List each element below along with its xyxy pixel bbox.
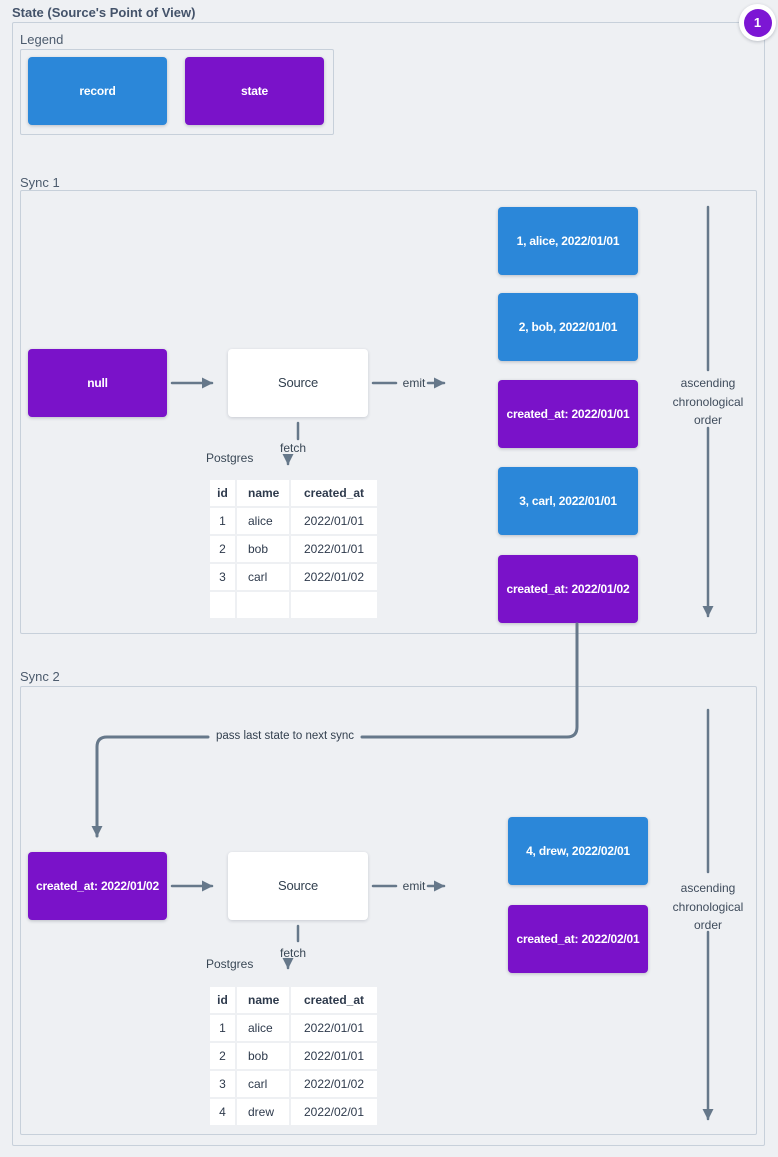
sync2-emit-label: emit bbox=[402, 879, 426, 893]
legend-record-swatch: record bbox=[28, 57, 167, 125]
cell-created-at: 2022/01/01 bbox=[291, 508, 377, 534]
cell-name: alice bbox=[237, 1015, 289, 1041]
sync1-emitted-state-2: created_at: 2022/01/02 bbox=[498, 555, 638, 623]
cell-id: 2 bbox=[210, 536, 235, 562]
table-row: 3 carl 2022/01/02 bbox=[210, 1071, 377, 1097]
table-row: 2 bob 2022/01/01 bbox=[210, 1043, 377, 1069]
sync1-emitted-record-1: 1, alice, 2022/01/01 bbox=[498, 207, 638, 275]
sync1-emitted-state-1: created_at: 2022/01/01 bbox=[498, 380, 638, 448]
table-row: 1 alice 2022/01/01 bbox=[210, 1015, 377, 1041]
cell-id: 1 bbox=[210, 1015, 235, 1041]
sync1-label: Sync 1 bbox=[20, 175, 60, 190]
table-header-row: id name created_at bbox=[210, 480, 377, 506]
sync1-emitted-record-3: 3, carl, 2022/01/01 bbox=[498, 467, 638, 535]
col-header-id: id bbox=[210, 480, 235, 506]
cell-id: 2 bbox=[210, 1043, 235, 1069]
cell-name bbox=[237, 592, 289, 618]
cell-id: 1 bbox=[210, 508, 235, 534]
cell-name: bob bbox=[237, 536, 289, 562]
sync1-fetch-label: fetch bbox=[279, 441, 306, 455]
cell-created-at: 2022/01/02 bbox=[291, 1071, 377, 1097]
table-row: 4 drew 2022/02/01 bbox=[210, 1099, 377, 1125]
sync2-postgres-label: Postgres bbox=[206, 957, 254, 971]
cell-created-at: 2022/01/01 bbox=[291, 1015, 377, 1041]
legend-frame bbox=[20, 49, 334, 135]
sync2-source-box: Source bbox=[228, 852, 368, 920]
pass-state-label: pass last state to next sync bbox=[215, 730, 355, 742]
legend-label: Legend bbox=[20, 32, 64, 47]
table-header-row: id name created_at bbox=[210, 987, 377, 1013]
sync1-emit-label: emit bbox=[402, 376, 426, 390]
sync2-emitted-state-1: created_at: 2022/02/01 bbox=[508, 905, 648, 973]
cell-created-at: 2022/02/01 bbox=[291, 1099, 377, 1125]
sync2-emitted-record-1: 4, drew, 2022/02/01 bbox=[508, 817, 648, 885]
sync2-input-state-box: created_at: 2022/01/02 bbox=[28, 852, 167, 920]
table-row-empty bbox=[210, 592, 377, 618]
sync2-order-label: ascending chronological order bbox=[672, 881, 744, 933]
sync2-label: Sync 2 bbox=[20, 669, 60, 684]
cell-id: 4 bbox=[210, 1099, 235, 1125]
cell-name: carl bbox=[237, 1071, 289, 1097]
table-row: 3 carl 2022/01/02 bbox=[210, 564, 377, 590]
cell-id: 3 bbox=[210, 1071, 235, 1097]
cell-created-at: 2022/01/01 bbox=[291, 1043, 377, 1069]
cell-name: drew bbox=[237, 1099, 289, 1125]
col-header-name: name bbox=[237, 987, 289, 1013]
cell-id bbox=[210, 592, 235, 618]
cell-created-at: 2022/01/01 bbox=[291, 536, 377, 562]
step-badge-number: 1 bbox=[743, 8, 772, 37]
col-header-name: name bbox=[237, 480, 289, 506]
cell-name: carl bbox=[237, 564, 289, 590]
cell-name: bob bbox=[237, 1043, 289, 1069]
step-badge: 1 bbox=[739, 4, 776, 41]
table-row: 2 bob 2022/01/01 bbox=[210, 536, 377, 562]
col-header-id: id bbox=[210, 987, 235, 1013]
cell-name: alice bbox=[237, 508, 289, 534]
cell-created-at bbox=[291, 592, 377, 618]
sync1-source-box: Source bbox=[228, 349, 368, 417]
col-header-created-at: created_at bbox=[291, 987, 377, 1013]
sync2-postgres-table: id name created_at 1 alice 2022/01/01 2 … bbox=[208, 985, 379, 1127]
sync1-input-state-box: null bbox=[28, 349, 167, 417]
page-title: State (Source's Point of View) bbox=[12, 5, 196, 20]
sync1-postgres-table: id name created_at 1 alice 2022/01/01 2 … bbox=[208, 478, 379, 620]
sync1-order-label: ascending chronological order bbox=[672, 376, 744, 428]
cell-id: 3 bbox=[210, 564, 235, 590]
outer-frame bbox=[12, 22, 765, 1146]
sync2-fetch-label: fetch bbox=[279, 946, 306, 960]
table-row: 1 alice 2022/01/01 bbox=[210, 508, 377, 534]
sync1-postgres-label: Postgres bbox=[206, 451, 254, 465]
sync1-emitted-record-2: 2, bob, 2022/01/01 bbox=[498, 293, 638, 361]
cell-created-at: 2022/01/02 bbox=[291, 564, 377, 590]
legend-state-swatch: state bbox=[185, 57, 324, 125]
col-header-created-at: created_at bbox=[291, 480, 377, 506]
